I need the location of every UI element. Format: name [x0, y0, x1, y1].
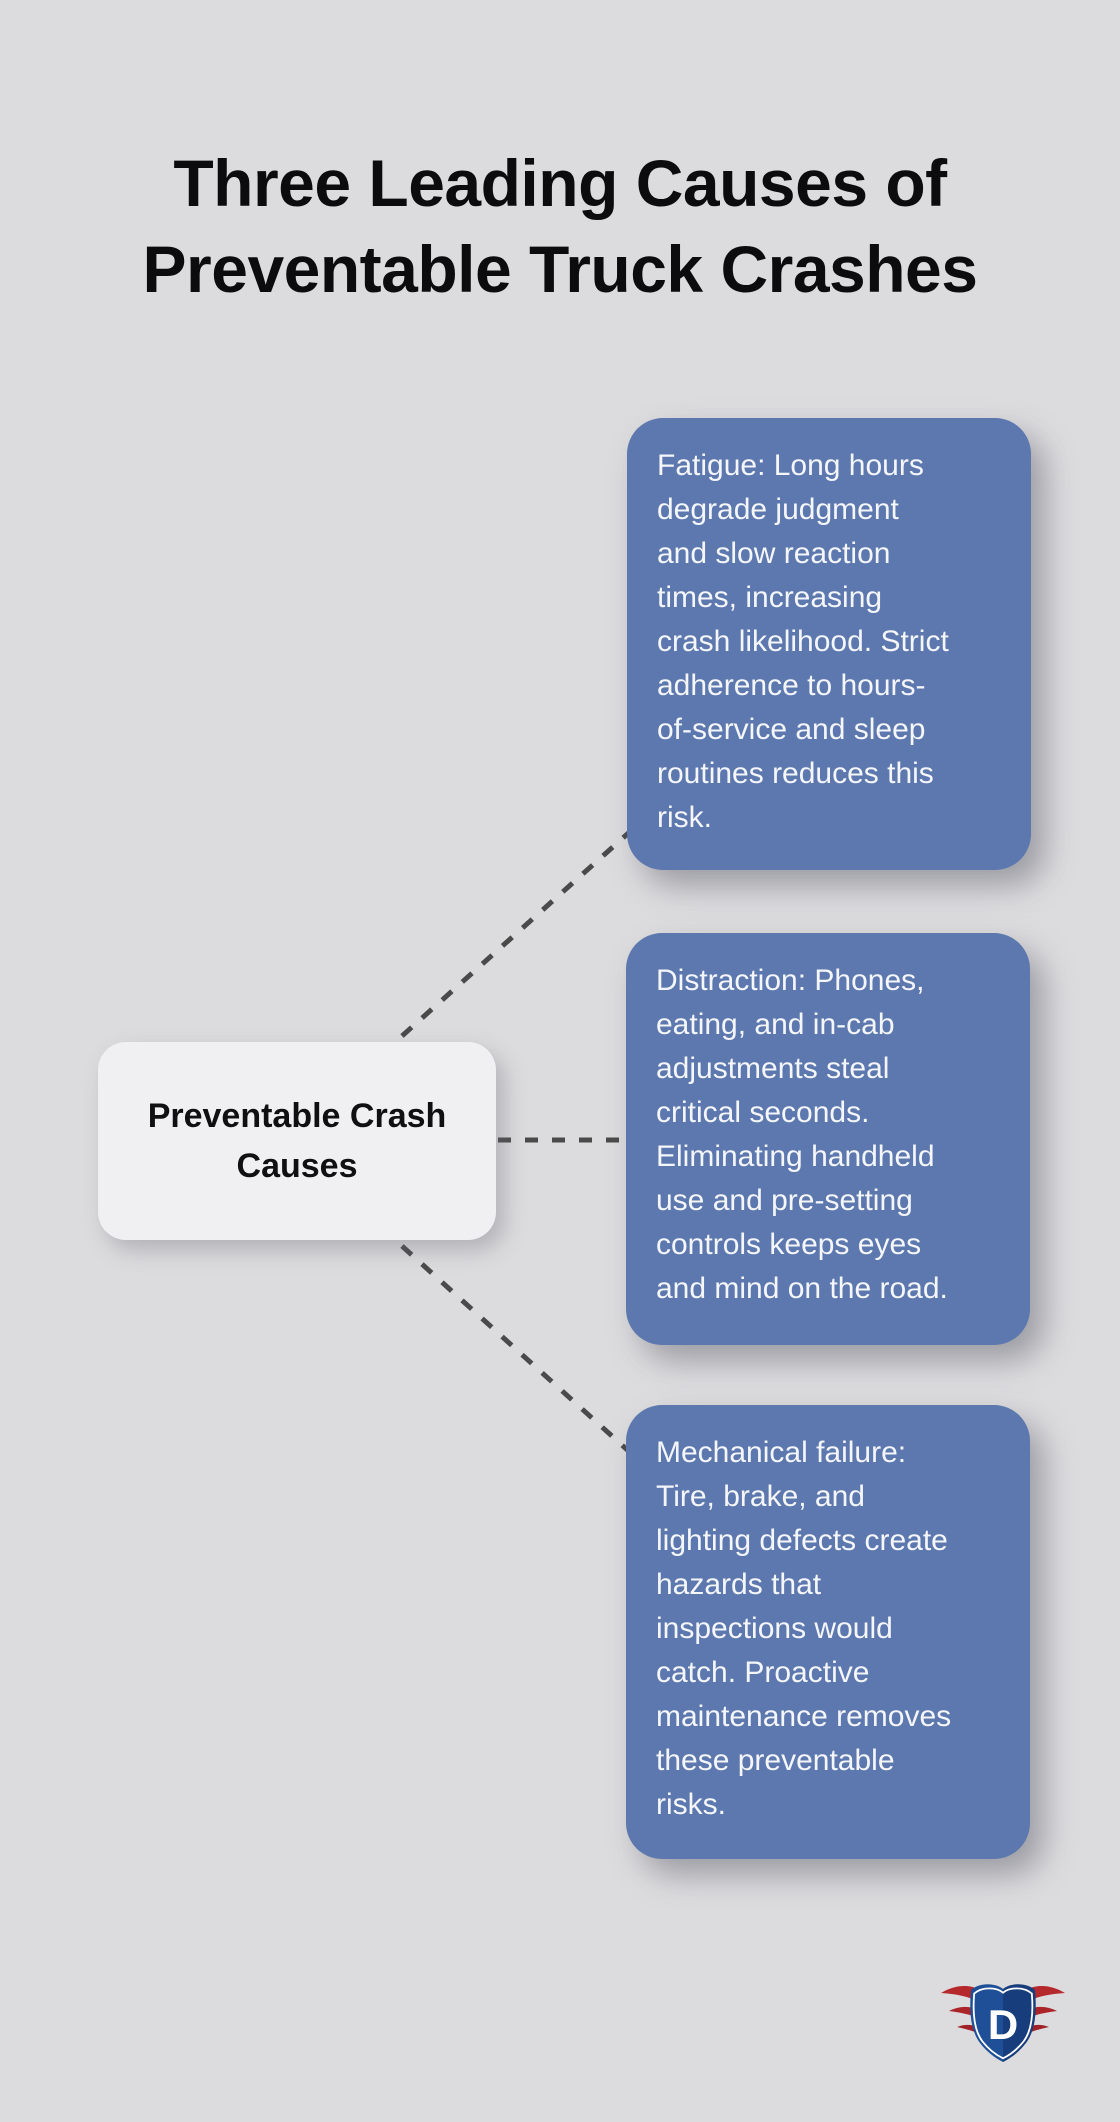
cause-box-distraction: Distraction: Phones, eating, and in-cab …: [626, 933, 1030, 1345]
cause-text-distraction: Distraction: Phones, eating, and in-cab …: [656, 964, 948, 1305]
cause-box-mechanical-failure: Mechanical failure: Tire, brake, and lig…: [626, 1405, 1030, 1859]
cause-box-fatigue: Fatigue: Long hours degrade judgment and…: [627, 418, 1031, 870]
logo-shield-icon: D: [970, 1984, 1036, 2062]
page-title: Three Leading Causes of Preventable Truc…: [142, 146, 978, 307]
cause-text-fatigue: Fatigue: Long hours degrade judgment and…: [657, 449, 949, 834]
logo-letter: D: [988, 2001, 1018, 2048]
cause-text-mechanical-failure: Mechanical failure: Tire, brake, and lig…: [656, 1436, 952, 1821]
connector-to-mechanical: [400, 1244, 636, 1458]
root-node-preventable-crash-causes: Preventable Crash Causes: [98, 1042, 496, 1240]
brand-shield-logo: D: [941, 1984, 1065, 2062]
root-node-label: Preventable Crash Causes: [147, 1097, 447, 1185]
connector-to-fatigue: [400, 826, 636, 1038]
